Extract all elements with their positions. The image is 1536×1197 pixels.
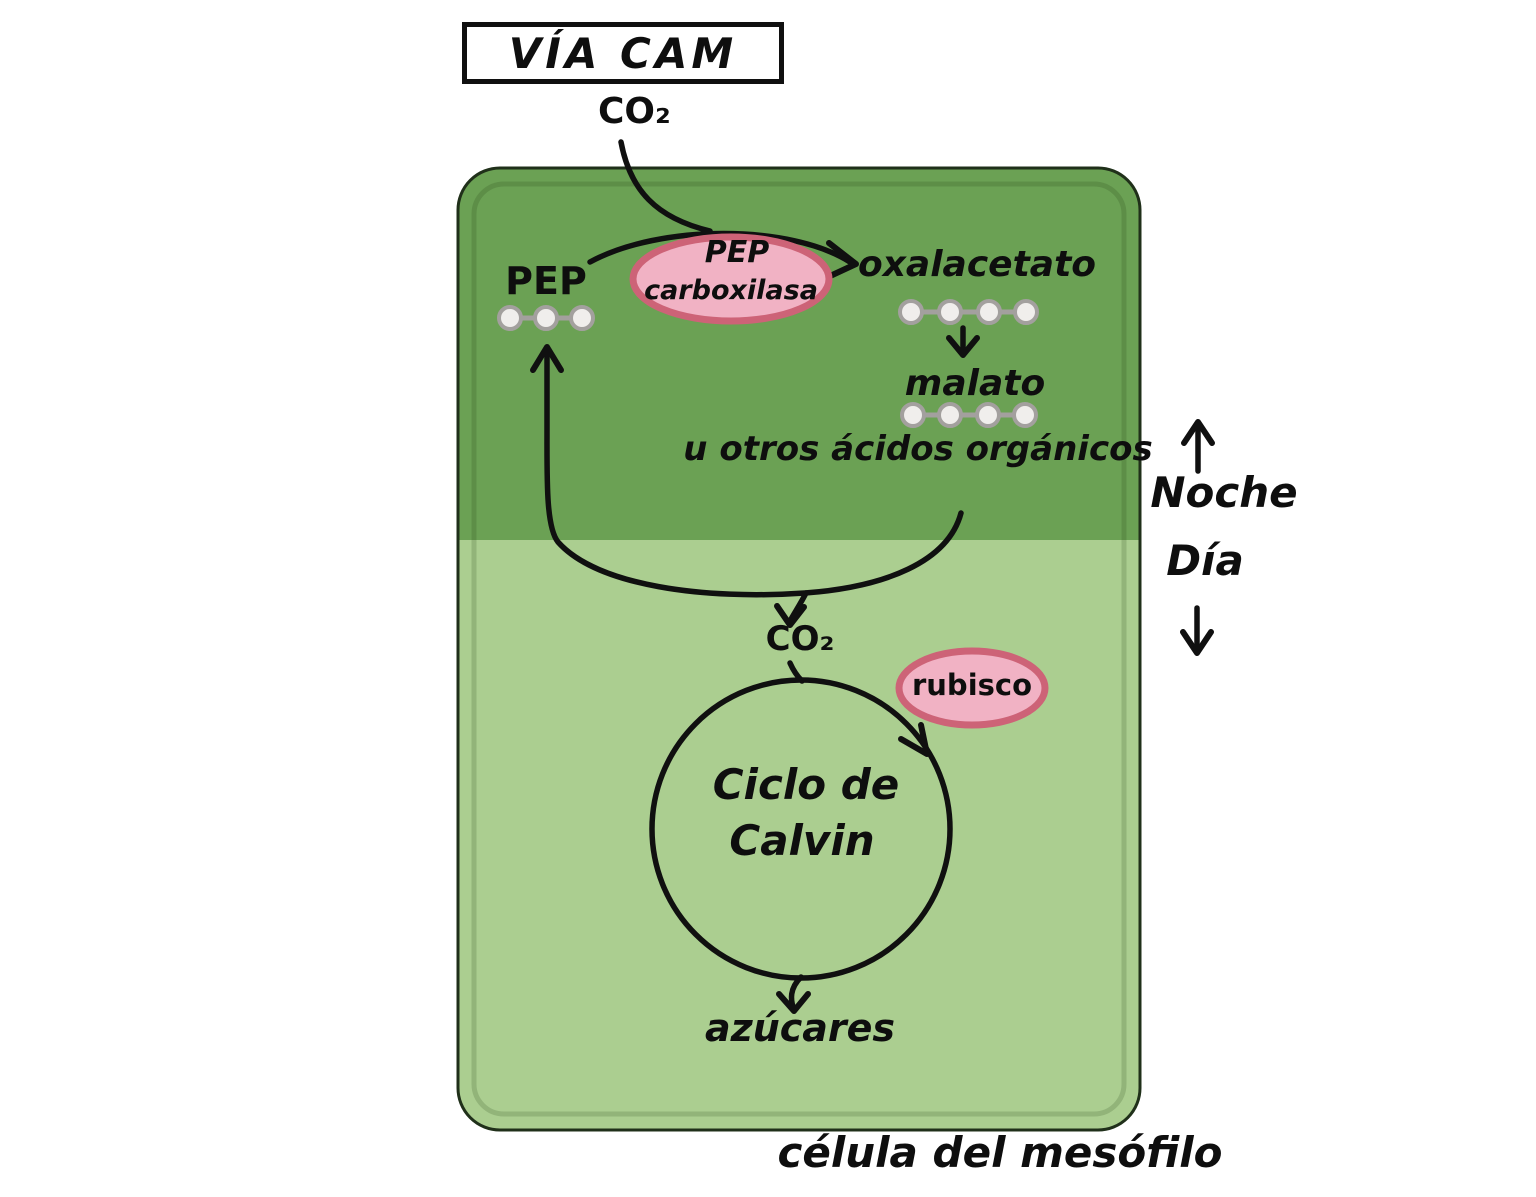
oxaloacetate-molecule-icon (898, 299, 1039, 325)
day-down-arrow (1180, 605, 1214, 656)
co2-external-label: CO₂ (598, 91, 671, 132)
acid-storage-loop-arrow (530, 344, 964, 628)
night-label: Noche (1150, 468, 1298, 517)
night-zone (458, 168, 1140, 540)
mesophyll-cell-shape (456, 166, 1142, 1132)
co2-entry-arrow (618, 139, 713, 234)
calvin-cycle-label-line1: Ciclo de (712, 760, 900, 809)
pep-to-oxaloacetate-arrow (587, 230, 859, 280)
malate-molecule-icon (900, 402, 1038, 428)
rubisco-blob (895, 647, 1049, 729)
cell-outer-membrane (456, 166, 1142, 1132)
sugars-label: azúcares (704, 1006, 896, 1050)
pep-carboxylase-blob (629, 233, 833, 325)
pep-molecule-icon (497, 305, 595, 331)
oxaloacetate-to-malate-arrow (946, 325, 980, 358)
pep-carboxylase-label-line1: PEP (704, 235, 770, 270)
other-acids-label: u otros ácidos orgánicos (683, 429, 1153, 469)
day-zone (458, 540, 1140, 1130)
cell-caption: célula del mesófilo (777, 1128, 1223, 1177)
diagram-title-text: VÍA CAM (508, 28, 738, 78)
oxaloacetate-label: oxalacetato (857, 244, 1097, 285)
co2-internal-label: CO₂ (765, 619, 835, 659)
diagram-title: VÍA CAM (462, 22, 784, 84)
rubisco-label: rubisco (911, 668, 1033, 702)
calvin-cycle-label-line2: Calvin (729, 816, 875, 865)
pep-carboxylase-label-line2: carboxilasa (644, 275, 818, 306)
cell-inner-membrane (471, 181, 1127, 1117)
malate-label: malato (904, 363, 1046, 404)
pep-label: PEP (505, 259, 587, 303)
night-up-arrow (1181, 419, 1215, 474)
day-label: Día (1166, 536, 1244, 585)
cycle-to-sugars-arrow (776, 974, 811, 1014)
